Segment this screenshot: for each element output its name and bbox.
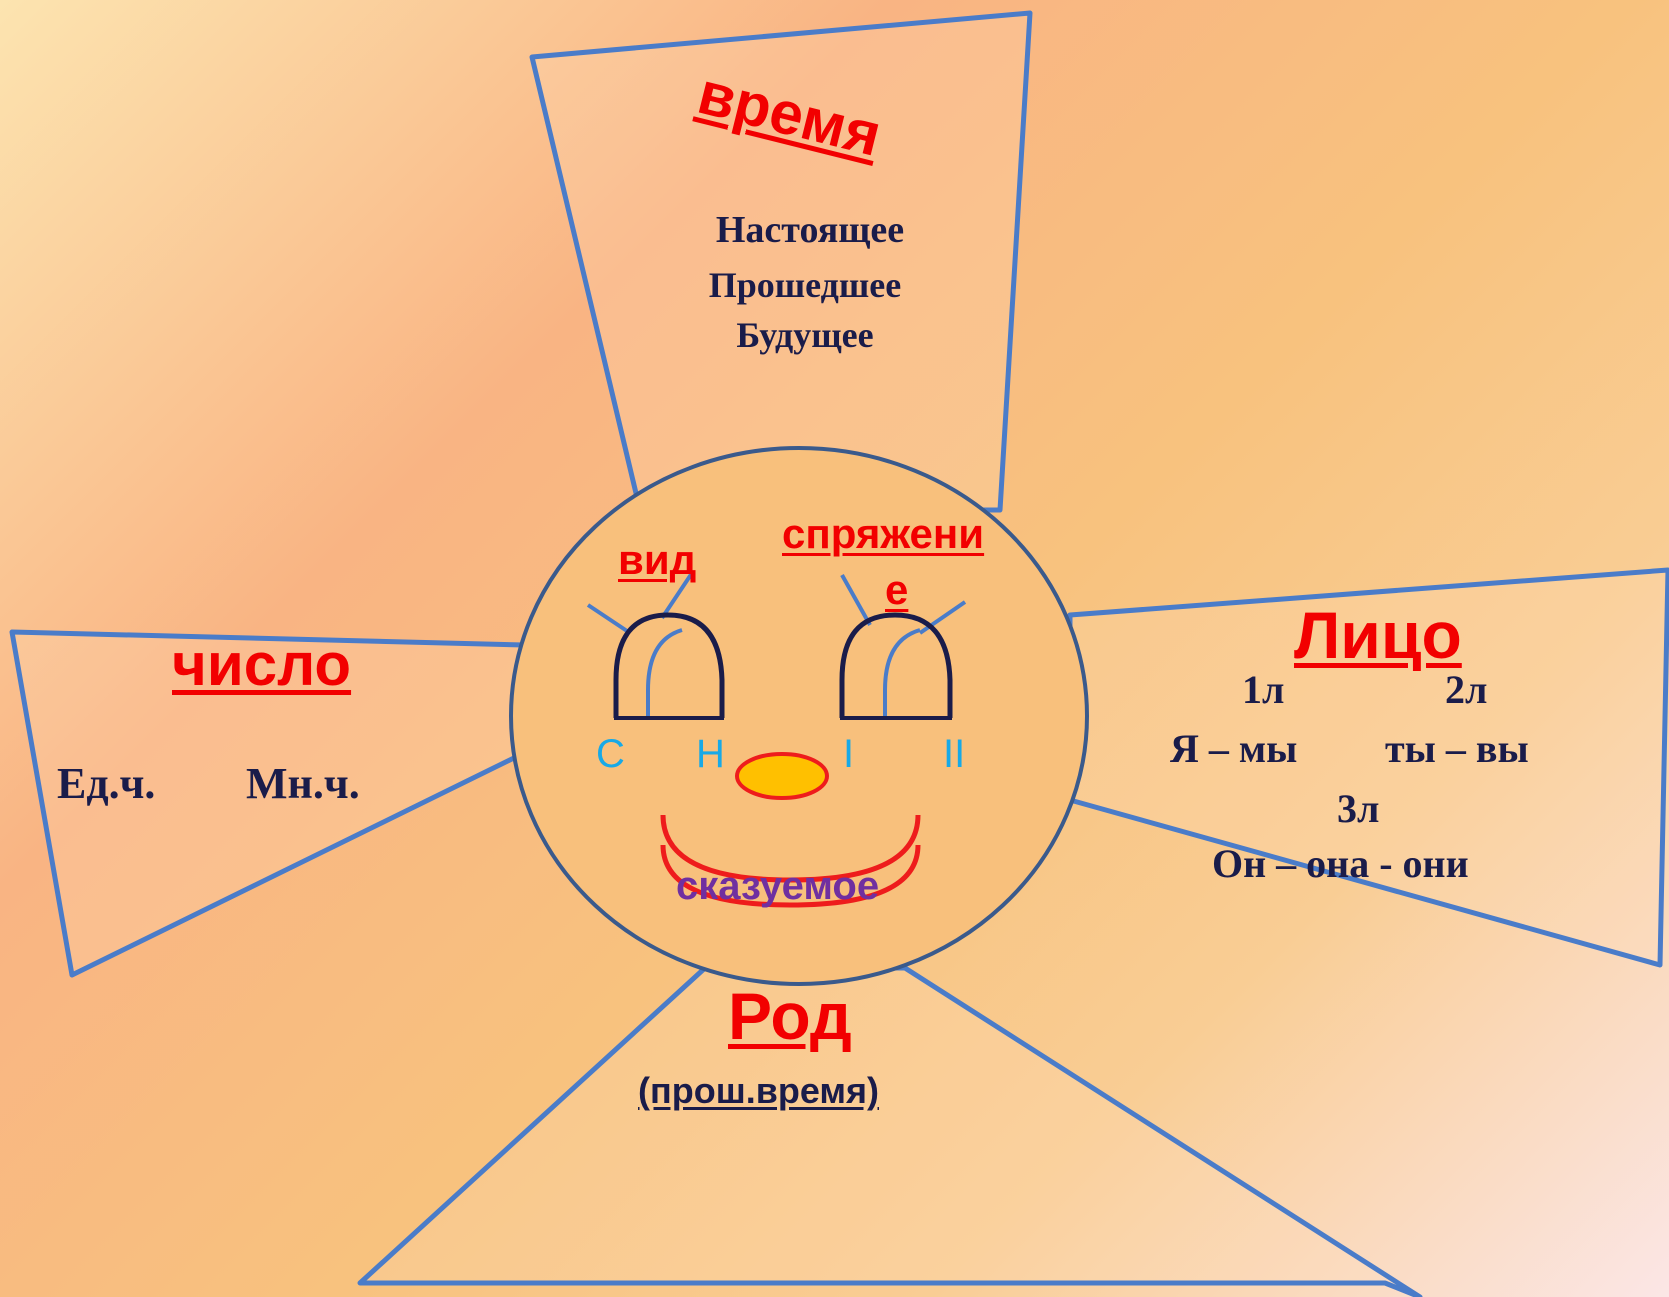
person-first-pronouns: Я – мы [1170,725,1297,772]
person-first: 1л [1242,666,1284,713]
person-title: Лицо [1294,597,1462,673]
person-second: 2л [1445,666,1487,713]
number-plural: Мн.ч. [246,758,360,809]
aspect-letter-right: Н [696,732,725,777]
conjugation-label-line2: е [885,566,908,614]
number-singular: Ед.ч. [57,758,155,809]
mouth-label: сказуемое [676,864,879,909]
conjugation-numeral-right: II [943,732,965,777]
ray-gender [360,968,1420,1297]
person-second-pronouns: ты – вы [1385,725,1529,772]
number-title: число [172,630,351,699]
conjugation-label-line1: спряжени [782,510,984,558]
conjugation-numeral-left: I [843,732,854,777]
nose [737,754,827,798]
time-item-future: Будущее [685,314,925,356]
time-item-present: Настоящее [690,208,930,252]
aspect-letter-left: С [596,732,625,777]
person-third: 3л [1337,785,1379,832]
aspect-label: вид [618,536,696,584]
gender-title: Род [728,978,852,1054]
gender-note: (прош.время) [638,1070,879,1112]
time-item-past: Прошедшее [685,264,925,306]
person-third-pronouns: Он – она - они [1212,840,1469,887]
